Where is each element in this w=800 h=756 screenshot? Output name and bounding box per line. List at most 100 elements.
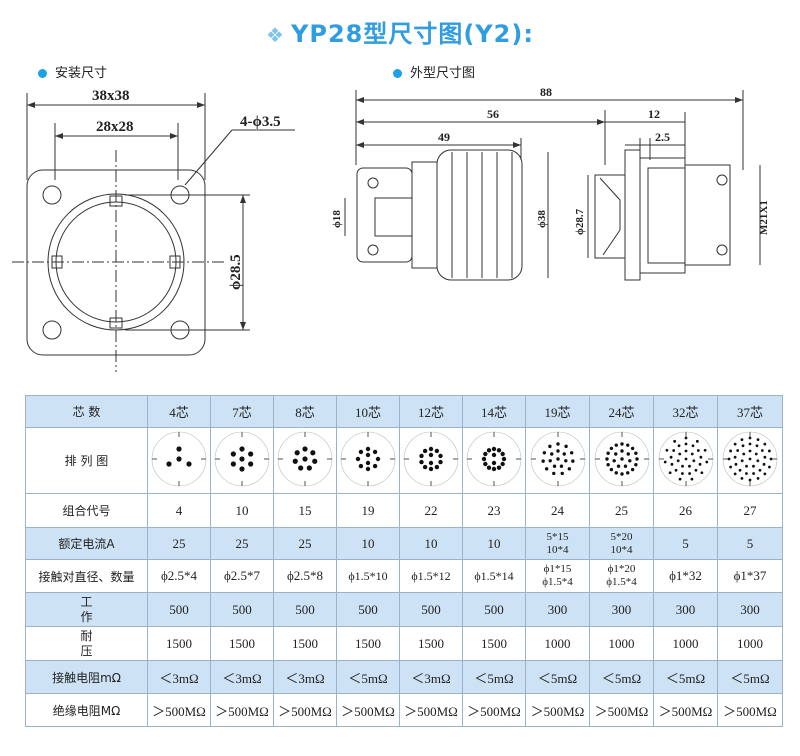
pin-dot <box>501 456 507 461</box>
row-value: 10 <box>399 527 463 560</box>
pin-dot <box>544 466 548 471</box>
pin-dot <box>748 436 752 439</box>
row-value: ＞500MΩ <box>717 693 783 727</box>
pin-dot <box>567 466 571 471</box>
row-value: 500 <box>210 592 274 627</box>
pin-dot <box>555 456 560 461</box>
pin-dot <box>630 467 634 471</box>
pin-dot <box>491 460 497 465</box>
dim-inner-label: 28x28 <box>96 119 134 135</box>
thread-label: M21X1 <box>758 200 770 235</box>
pin-dot <box>302 445 308 452</box>
row-value: 500 <box>147 592 211 627</box>
install-drawing: 38x38 28x28 4-ϕ3.5 ϕ28.5 <box>12 88 295 372</box>
pin-dot <box>696 448 700 452</box>
row-value: 1000 <box>653 626 718 661</box>
row-label: 接触对直径、数量 <box>25 559 148 593</box>
pin-dot <box>562 451 566 456</box>
pin-dot <box>690 452 694 455</box>
pin-dot <box>625 470 629 475</box>
pin-dot <box>676 458 680 462</box>
section-outline-label: 外型尺寸图 <box>410 66 476 81</box>
flange-width-label: 12 <box>648 107 660 121</box>
diamond-icon: ❖ <box>266 23 285 47</box>
pin-dot <box>434 464 440 469</box>
pin-dot <box>375 456 381 461</box>
pinout-cell <box>653 427 718 494</box>
pin-dot <box>626 451 630 456</box>
row-value: 1500 <box>210 626 274 661</box>
pin-dot <box>678 477 681 481</box>
row-value: ＞500MΩ <box>589 693 654 727</box>
row-value: 500 <box>399 592 463 627</box>
row-value: ＞500MΩ <box>210 693 274 727</box>
pin-dot <box>729 465 732 468</box>
row-value: ϕ2.5*4 <box>147 559 211 593</box>
row-value: ＜3mΩ <box>147 660 211 694</box>
pinout-row: 排 列 图 <box>25 427 783 494</box>
pin-dot <box>736 448 740 452</box>
pin-dot <box>483 451 488 456</box>
pin-dot <box>540 458 545 463</box>
row-value: 300 <box>525 592 590 627</box>
pin-dot <box>547 444 552 448</box>
pinout-diagram <box>277 431 333 486</box>
pinout-diagram <box>466 431 522 486</box>
pin-dot <box>358 449 364 454</box>
pin-dot <box>687 471 691 475</box>
row-value: ϕ2.5*7 <box>210 559 274 593</box>
row-value: ＞500MΩ <box>462 693 526 727</box>
pin-dot <box>428 446 434 451</box>
pin-dot <box>756 476 760 480</box>
pin-dot <box>684 442 687 445</box>
pin-dot <box>670 462 673 466</box>
pin-dot <box>663 460 667 463</box>
pinout-diagram <box>403 431 459 486</box>
row-label: 绝缘电阻MΩ <box>25 693 148 727</box>
row-value: ＜5mΩ <box>462 660 526 694</box>
row-value: 24 <box>525 493 590 528</box>
pin-dot <box>434 448 440 453</box>
row-value: 22 <box>399 493 463 528</box>
pin-dot <box>763 455 767 459</box>
row-value: 25 <box>147 527 211 560</box>
pinout-diagram <box>658 431 713 486</box>
pin-dot <box>616 464 620 468</box>
row-value: 1000 <box>525 626 590 661</box>
total-length-label: 88 <box>540 85 552 99</box>
pin-dot <box>768 465 771 468</box>
row-value: ＞500MΩ <box>273 693 337 727</box>
pin-dot <box>570 458 575 463</box>
pin-dot <box>630 446 634 450</box>
pin-dot <box>733 471 737 475</box>
pin-dot <box>740 476 744 480</box>
pin-dot <box>230 460 236 467</box>
row-value: 10 <box>336 527 400 560</box>
pin-dot <box>752 471 755 475</box>
row-value: 23 <box>462 493 526 528</box>
row-value: ＜5mΩ <box>653 660 718 694</box>
pin-dot <box>365 466 371 471</box>
row-value: ϕ1*37 <box>717 559 783 593</box>
section-outline-heading: 外型尺寸图 <box>393 62 475 81</box>
pin-dot <box>176 445 182 452</box>
pin-dot <box>698 455 702 459</box>
pin-dot <box>358 463 364 468</box>
pin-dot <box>733 442 737 446</box>
pin-dot <box>614 442 618 447</box>
pin-dot <box>704 460 708 463</box>
pin-dot <box>419 453 424 458</box>
row-value: ϕ1.5*12 <box>399 559 463 593</box>
row-label: 接触电阻mΩ <box>25 660 148 694</box>
pinout-cell <box>717 427 783 494</box>
pinout-cell <box>399 427 463 494</box>
pinout-diagram <box>530 431 585 486</box>
row-value: 300 <box>589 592 654 627</box>
core-cell: 10芯 <box>336 395 400 428</box>
holes-label: 4-ϕ3.5 <box>240 114 281 130</box>
pin-dot <box>563 444 568 448</box>
pin-dot <box>633 451 638 455</box>
